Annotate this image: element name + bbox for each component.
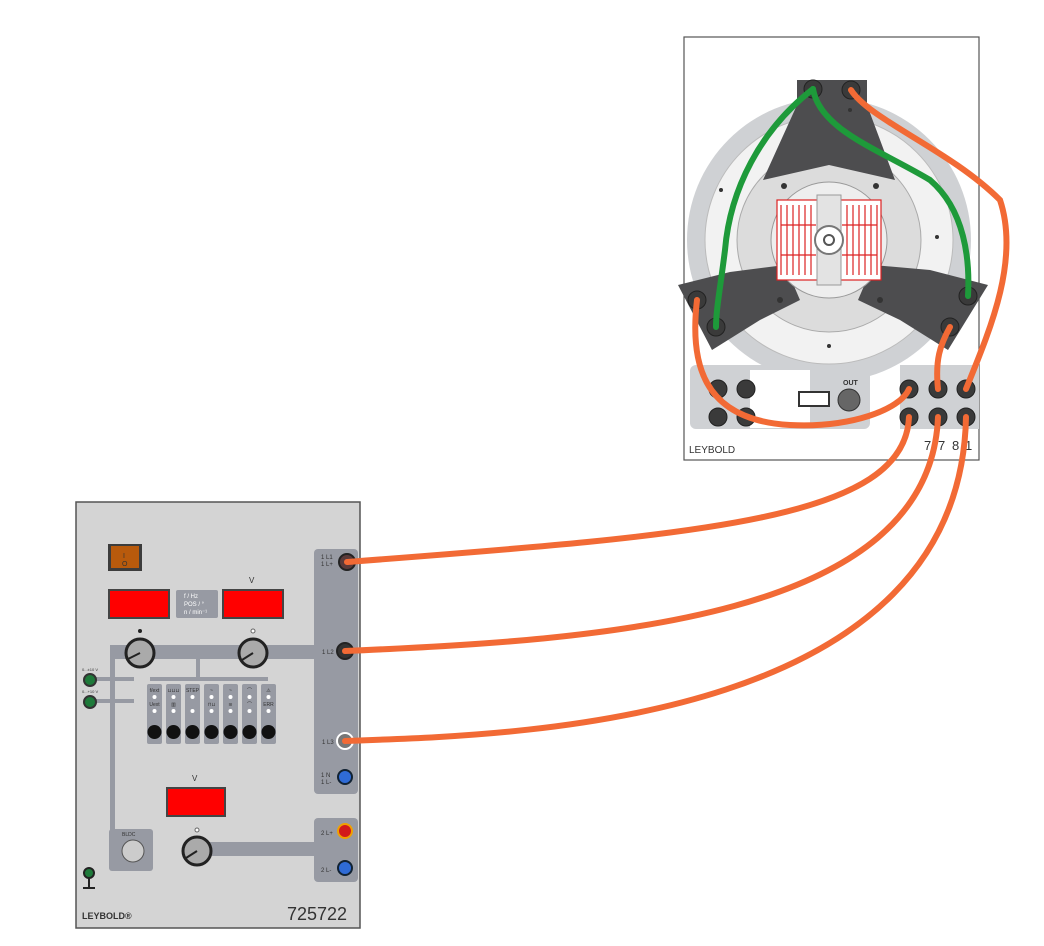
socket-label-l2: 1 L2: [322, 650, 334, 656]
mode-button[interactable]: ⚠ ERR: [261, 684, 276, 744]
mode-button-top-label: ~: [229, 688, 232, 694]
bldc-label: BLDC: [122, 832, 136, 838]
display-voltage-2: [166, 787, 226, 817]
power-switch[interactable]: I O: [108, 544, 142, 571]
motor-brand: LEYBOLD: [689, 445, 735, 456]
terminal-number: 7: [924, 438, 931, 453]
socket-label-2lminus: 2 L-: [321, 868, 331, 874]
socket-1n[interactable]: [337, 769, 353, 785]
motor-panel: OUT LEYBOLD 7 7 8 1: [678, 36, 988, 461]
terminal-number: 1: [965, 438, 972, 453]
mode-button-top-label: f/ext: [150, 688, 160, 694]
mode-button-bottom-label: Uext: [149, 702, 160, 708]
display-voltage: [222, 589, 284, 619]
cable-green: [810, 86, 972, 299]
input-label: 0...+10 V: [82, 689, 98, 694]
mode-button-bottom-label: ▥: [171, 702, 176, 708]
svg-text:I: I: [123, 553, 125, 560]
mode-label: f / Hz: [184, 594, 198, 600]
cable-orange: [344, 414, 912, 565]
brand: LEYBOLD®: [82, 911, 132, 921]
cable-green: [713, 86, 816, 330]
cable-orange: [692, 297, 912, 429]
mode-button-top-label: ~: [210, 688, 213, 694]
mode-button-top-label: STEP: [186, 688, 200, 694]
socket-2lminus[interactable]: [337, 860, 353, 876]
mode-button-bottom-label: ⊓⊔: [208, 702, 216, 708]
socket-2lplus[interactable]: [337, 823, 353, 839]
mode-button[interactable]: ~ ⊓⊔: [204, 684, 219, 744]
mode-button-top-label: ⊔⊔⊔: [168, 688, 180, 694]
mode-button[interactable]: ~ ≋: [223, 684, 238, 744]
cable-orange: [342, 414, 941, 654]
mode-button-top-label: ⌒: [247, 688, 252, 694]
voltage-unit-bottom: V: [192, 774, 198, 783]
mode-button[interactable]: ⊔⊔⊔ ▥: [166, 684, 181, 744]
terminal-number: 7: [938, 438, 945, 453]
mode-button[interactable]: STEP: [185, 684, 200, 744]
socket-label-2lplus: 2 L+: [321, 831, 333, 837]
mode-button[interactable]: f/ext Uext: [147, 684, 162, 744]
cable-orange: [342, 414, 969, 744]
mode-label: n / min⁻¹: [184, 610, 207, 616]
cable-orange: [848, 87, 1010, 392]
power-supply-panel: I O f / Hz POS / ° n / min⁻¹ V 0...±10 V…: [75, 501, 361, 929]
terminal-number: 8: [952, 438, 959, 453]
out-label: OUT: [843, 380, 859, 387]
mode-label: POS / °: [184, 602, 205, 608]
knob-voltage[interactable]: [237, 628, 269, 669]
svg-text:O: O: [122, 561, 128, 568]
mode-button-top-label: ⚠: [266, 688, 271, 694]
input-label: 0...±10 V: [82, 667, 98, 672]
mode-button[interactable]: ⌒ ⌒: [242, 684, 257, 744]
knob-voltage-2[interactable]: [181, 827, 213, 867]
display-frequency: [108, 589, 170, 619]
voltage-unit: V: [249, 576, 255, 585]
mode-button-bottom-label: ⌒: [247, 702, 252, 708]
mode-button-bottom-label: ≋: [228, 702, 232, 708]
socket-label-l3: 1 L3: [322, 740, 334, 746]
analog-inputs[interactable]: [83, 673, 97, 709]
ground-icon: [83, 867, 95, 889]
mode-button-bottom-label: ERR: [263, 702, 274, 708]
connector-port[interactable]: [798, 388, 861, 412]
model-number: 725722: [287, 904, 347, 924]
cables[interactable]: [342, 86, 1010, 744]
cable-orange: [934, 324, 953, 392]
bldc-connector[interactable]: [121, 839, 145, 863]
knob-frequency[interactable]: [124, 629, 156, 669]
